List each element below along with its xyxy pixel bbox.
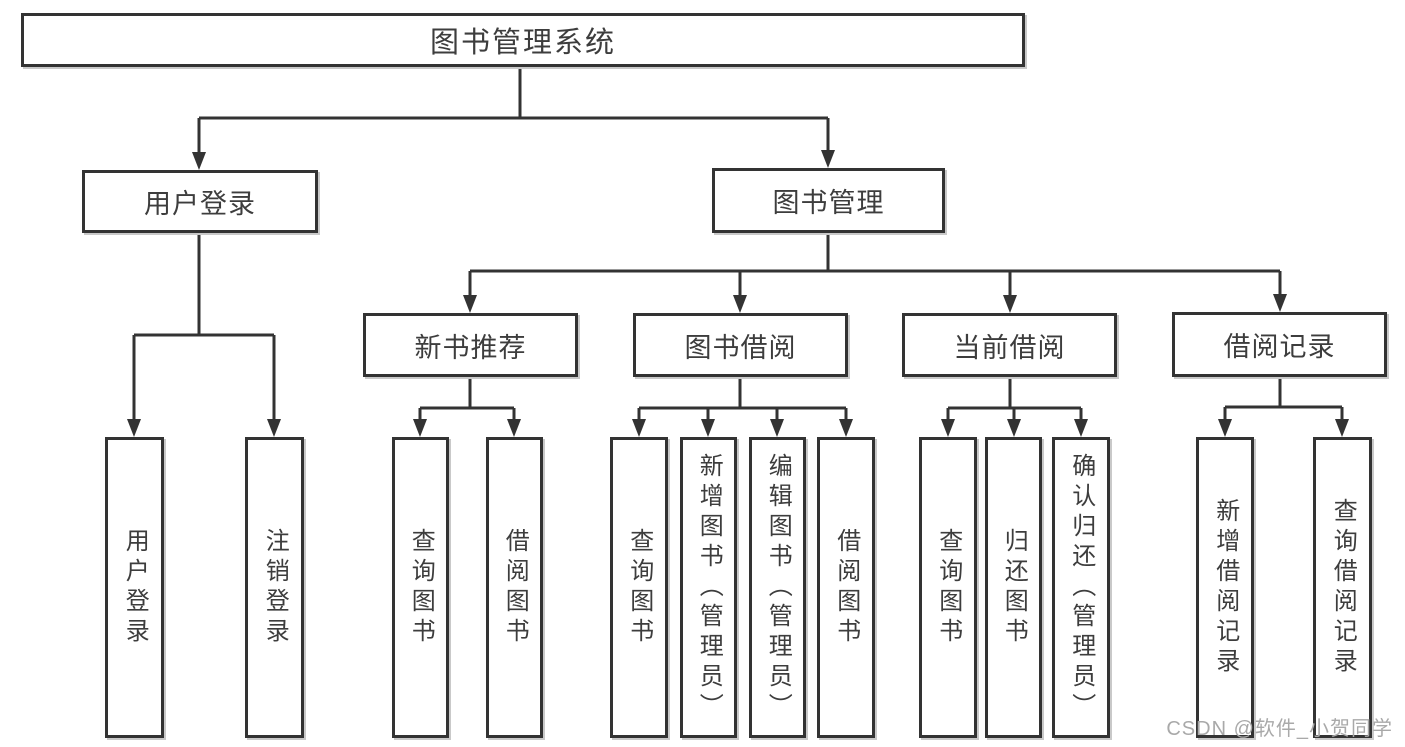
- node-book-management: 图书管理: [712, 168, 945, 233]
- leaf-label: 查询图书: [625, 527, 653, 648]
- node-book-borrowing: 图书借阅: [633, 313, 848, 377]
- leaf-search-books-borrowing: 查询图书: [610, 437, 668, 738]
- node-label: 图书管理系统: [429, 27, 616, 59]
- leaf-label: 新增图书（管理员）: [695, 452, 723, 723]
- arrowhead: [821, 150, 835, 168]
- node-label: 图书管理: [772, 188, 885, 218]
- csdn-watermark: CSDN @软件_小贺同学: [1166, 718, 1393, 740]
- node-current-borrowing: 当前借阅: [902, 313, 1117, 377]
- node-new-book-recommendation: 新书推荐: [363, 313, 578, 377]
- leaf-label: 确认归还（管理员）: [1067, 452, 1095, 723]
- arrowhead: [1003, 295, 1017, 313]
- node-borrowing-records: 借阅记录: [1172, 312, 1387, 377]
- node-label: 当前借阅: [953, 332, 1066, 363]
- arrowhead: [127, 419, 141, 437]
- leaf-label: 查询图书: [407, 527, 435, 648]
- leaf-add-books-admin: 新增图书（管理员）: [680, 437, 737, 738]
- node-label: 借阅记录: [1223, 332, 1336, 362]
- leaf-label: 借阅图书: [832, 527, 860, 648]
- leaf-search-books-current: 查询图书: [919, 437, 977, 738]
- arrowhead: [413, 419, 427, 437]
- leaf-label: 归还图书: [1000, 527, 1028, 648]
- node-label: 新书推荐: [414, 332, 527, 363]
- leaf-add-borrow-record: 新增借阅记录: [1196, 437, 1254, 738]
- node-user-login: 用户登录: [82, 170, 318, 233]
- leaf-label: 注销登录: [261, 527, 289, 648]
- leaf-edit-books-admin: 编辑图书（管理员）: [749, 437, 806, 738]
- arrowhead: [267, 419, 281, 437]
- leaf-label: 用户登录: [121, 527, 149, 648]
- leaf-label: 借阅图书: [501, 527, 529, 648]
- node-label: 图书借阅: [684, 332, 797, 363]
- arrowheads: [127, 150, 1349, 437]
- leaf-search-borrow-record: 查询借阅记录: [1313, 437, 1372, 738]
- arrowhead: [632, 419, 646, 437]
- leaf-return-books: 归还图书: [985, 437, 1042, 738]
- arrowhead: [192, 152, 206, 170]
- arrowhead: [463, 295, 477, 313]
- connector-paths: [132, 67, 1344, 420]
- leaf-borrow-books: 借阅图书: [817, 437, 875, 738]
- leaf-user-login: 用户登录: [105, 437, 164, 738]
- leaf-label: 查询借阅记录: [1329, 497, 1357, 678]
- arrowhead: [1335, 419, 1349, 437]
- arrowhead: [1273, 294, 1287, 312]
- node-library-management-system: 图书管理系统: [21, 13, 1025, 67]
- leaf-confirm-return-admin: 确认归还（管理员）: [1052, 437, 1110, 738]
- arrowhead: [1218, 419, 1232, 437]
- leaf-borrow-books-recommend: 借阅图书: [486, 437, 543, 738]
- leaf-label: 查询图书: [934, 527, 962, 648]
- arrowhead: [839, 419, 853, 437]
- arrowhead: [941, 419, 955, 437]
- leaf-search-books-recommend: 查询图书: [392, 437, 449, 738]
- arrowhead: [701, 419, 715, 437]
- arrowhead: [1007, 419, 1021, 437]
- leaf-label: 编辑图书（管理员）: [764, 452, 792, 723]
- arrowhead: [507, 419, 521, 437]
- arrowhead: [770, 419, 784, 437]
- arrowhead: [1074, 419, 1088, 437]
- leaf-label: 新增借阅记录: [1211, 497, 1239, 678]
- arrowhead: [733, 295, 747, 313]
- node-label: 用户登录: [144, 189, 256, 219]
- leaf-logout: 注销登录: [245, 437, 304, 738]
